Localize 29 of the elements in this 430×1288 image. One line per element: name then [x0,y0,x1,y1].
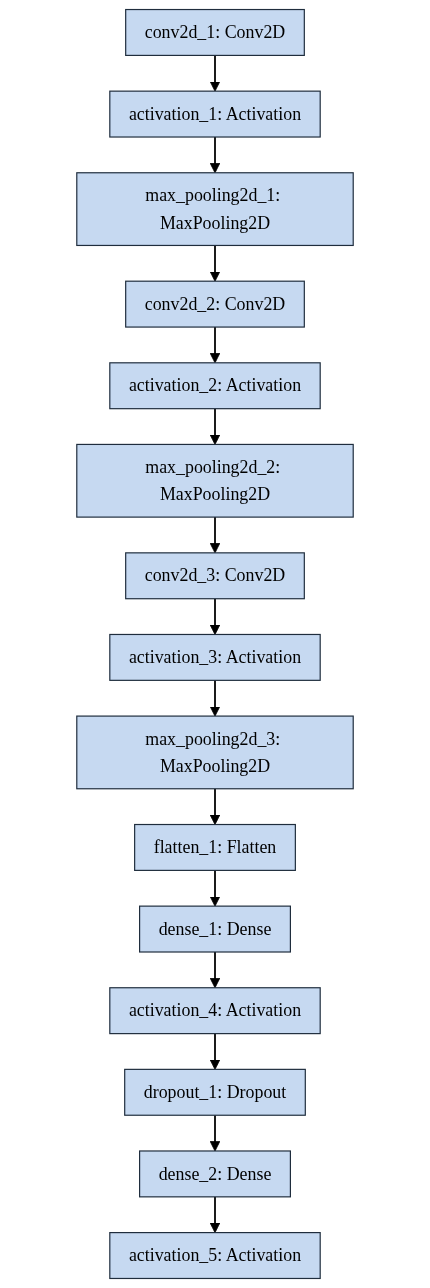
node-box: dense_2: Dense [139,1150,291,1198]
node-box: activation_4: Activation [109,987,321,1035]
node-box: max_pooling2d_2: MaxPooling2D [76,443,354,518]
arrow [209,516,221,554]
arrow [209,326,221,364]
arrow [209,407,221,445]
node-box: max_pooling2d_1: MaxPooling2D [76,172,354,247]
arrow [209,787,221,825]
node-box: activation_2: Activation [109,362,321,410]
arrow [209,597,221,635]
node-box: activation_5: Activation [109,1232,321,1280]
arrow [209,869,221,907]
arrow [209,679,221,717]
node-box: conv2d_3: Conv2D [125,552,305,600]
node-box: dropout_1: Dropout [124,1068,306,1116]
arrow [209,1195,221,1234]
arrow [209,1032,221,1070]
arrow [209,54,221,92]
node-box: dense_1: Dense [139,905,291,953]
node-box: conv2d_2: Conv2D [125,280,305,328]
node-box: max_pooling2d_3: MaxPooling2D [76,715,354,790]
arrow [209,1114,221,1152]
node-box: activation_1: Activation [109,90,321,138]
arrow [209,136,221,174]
node-box: flatten_1: Flatten [134,823,296,871]
node-box: activation_3: Activation [109,633,321,681]
arrow [209,951,221,989]
arrow [209,244,221,282]
node-box: conv2d_1: Conv2D [125,8,305,56]
